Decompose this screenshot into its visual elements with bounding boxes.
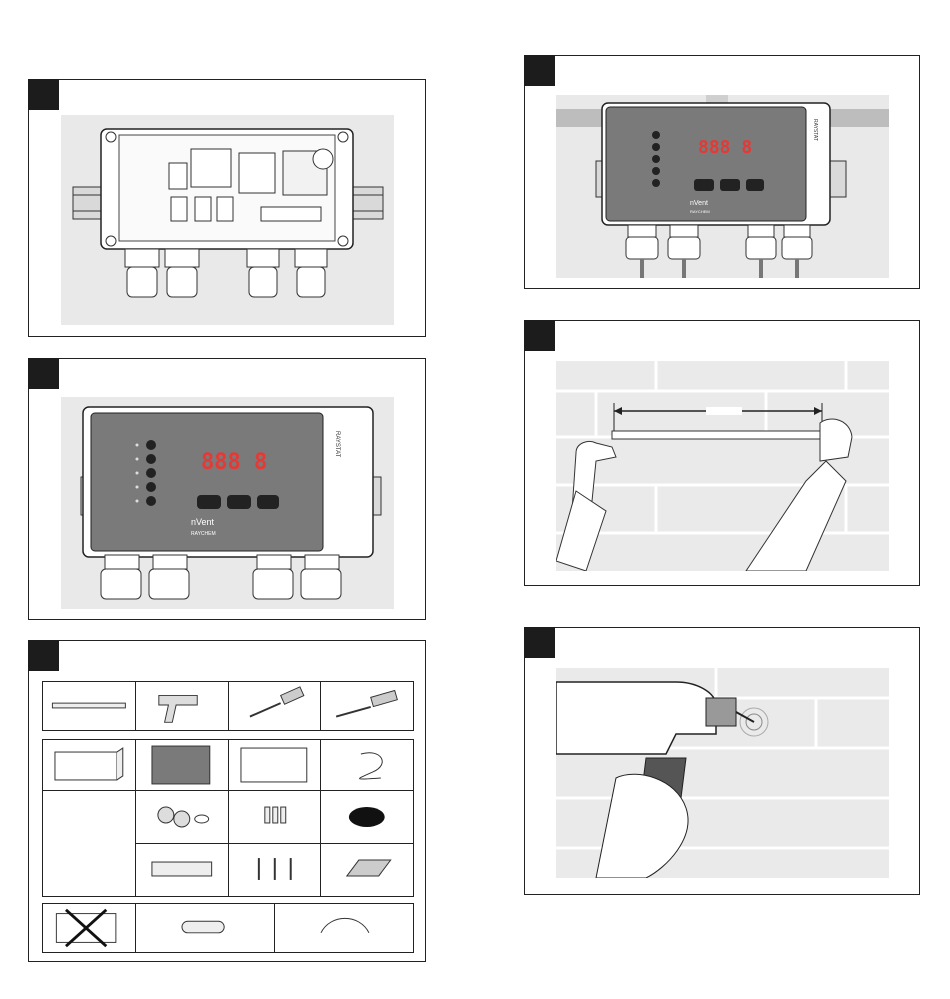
brand-logo: nVent	[690, 200, 708, 207]
label-sheet-item	[321, 844, 413, 896]
step-number-badge	[28, 640, 59, 671]
step-number-badge	[524, 320, 555, 351]
led-display: 888 8	[698, 137, 752, 158]
sub-brand-label: RAYCHEM	[191, 531, 216, 537]
product-label: RAYSTAT	[334, 431, 340, 458]
flat-screwdriver-tool	[321, 682, 413, 730]
drill-wall-illustration	[556, 668, 889, 878]
step-number-badge	[28, 79, 59, 110]
step-panel-3	[28, 640, 426, 962]
step-panel-4: 888 8 nVent RAYCHEM RAYSTAT	[524, 55, 920, 289]
step-panel-1	[28, 79, 426, 337]
screwdriver-tool	[229, 682, 322, 730]
sensor-cable-item	[321, 740, 413, 790]
led-display: 888 8	[201, 450, 267, 475]
step-panel-6	[524, 627, 920, 895]
heating-cable-item	[136, 904, 275, 952]
ruler-tool	[43, 682, 136, 730]
step-panel-5	[524, 320, 920, 586]
not-included-row	[42, 903, 414, 953]
mounted-device-illustration: 888 8 nVent RAYCHEM RAYSTAT	[556, 95, 889, 278]
step-number-badge	[524, 627, 555, 658]
not-included-box	[43, 904, 136, 952]
closed-device-illustration: 888 8 nVent RAYCHEM RAYSTAT	[61, 397, 394, 609]
din-rail-item	[136, 844, 229, 896]
step-number-badge	[28, 358, 59, 389]
product-label: RAYSTAT	[812, 119, 818, 141]
step-number-badge	[524, 55, 555, 86]
brand-logo: nVent	[191, 517, 215, 527]
tape-roll-item	[321, 791, 413, 843]
open-controller-item	[229, 740, 322, 790]
contents-block	[42, 739, 414, 897]
controller-item	[136, 740, 229, 790]
box-item	[43, 740, 136, 790]
probe-cable-item	[275, 904, 413, 952]
plugs-item	[229, 791, 322, 843]
drill-tool	[136, 682, 229, 730]
empty-cell	[43, 791, 136, 896]
sub-brand-label: RAYCHEM	[690, 209, 710, 214]
screws-item	[229, 844, 322, 896]
tools-row	[42, 681, 414, 731]
step-panel-2: 888 8 nVent RAYCHEM RAYSTAT	[28, 358, 426, 620]
open-enclosure-illustration	[61, 115, 394, 325]
glands-item	[136, 791, 229, 843]
measure-wall-illustration	[556, 361, 889, 571]
